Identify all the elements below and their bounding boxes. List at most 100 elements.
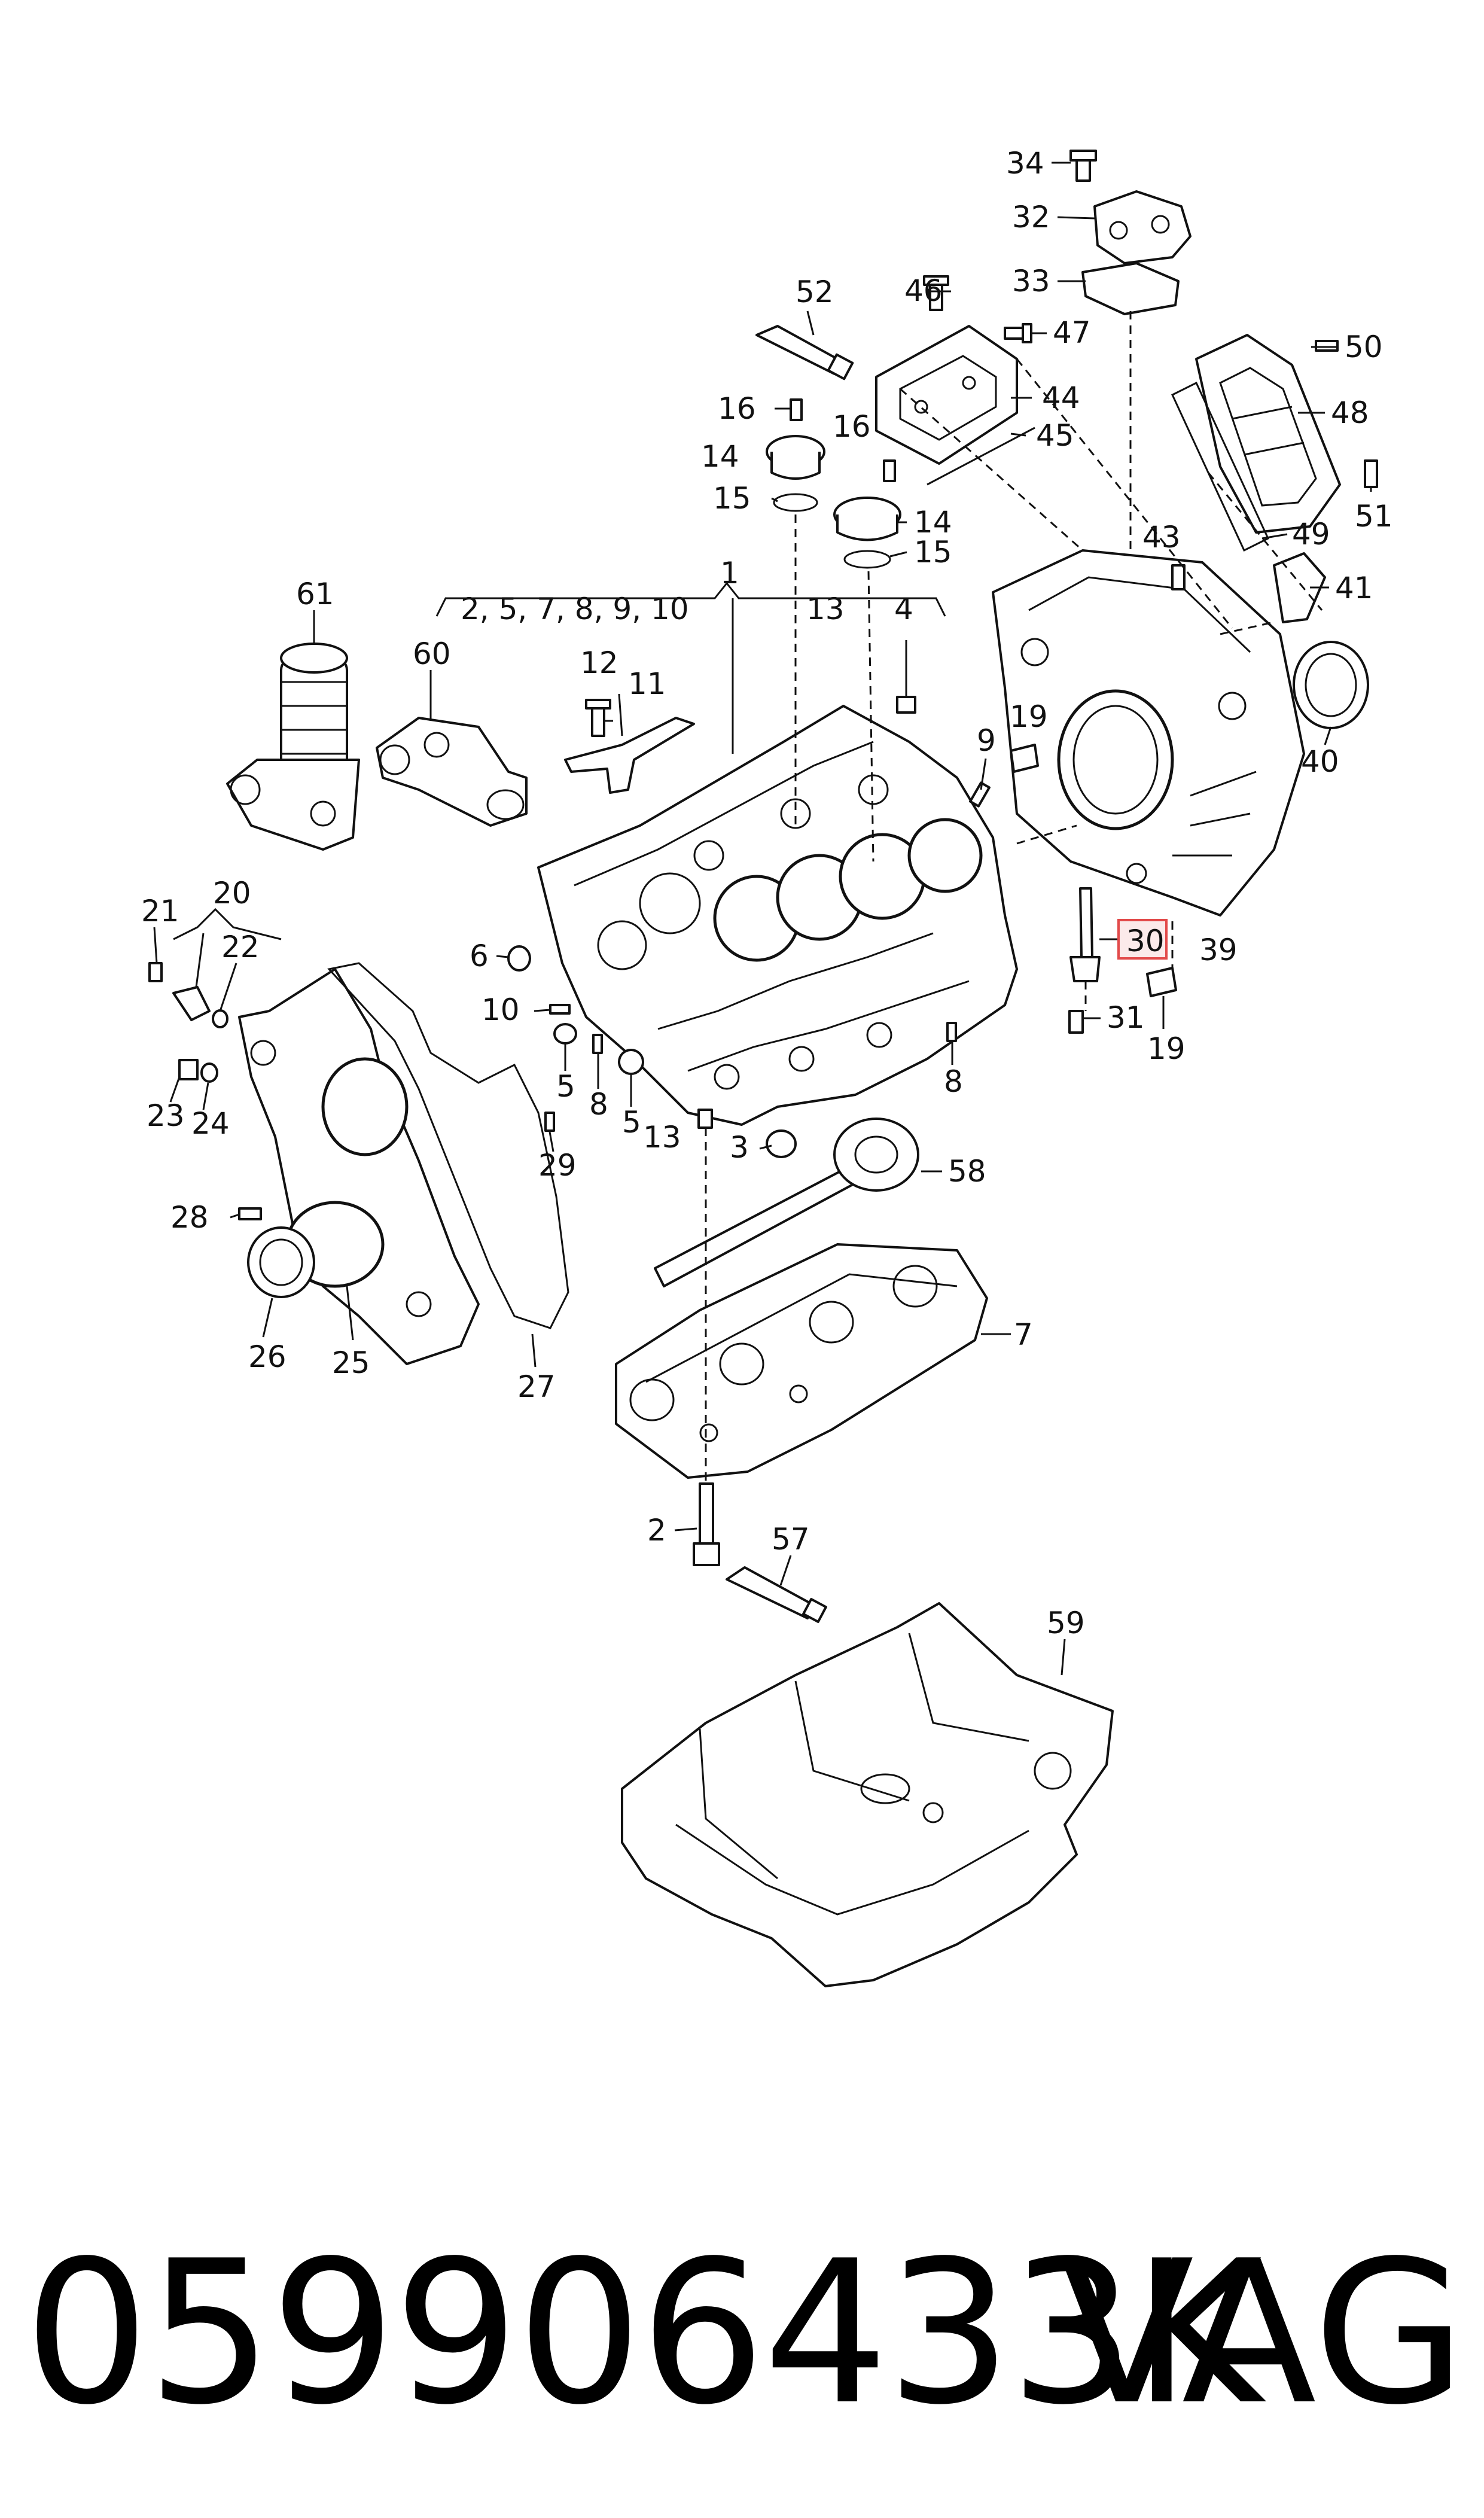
sensor-20 [172,986,211,1021]
callout-5-mid: 5 [622,1105,641,1140]
bolt-47 [1004,323,1032,343]
callout-7: 7 [1014,1317,1033,1352]
callout-16-right: 16 [833,409,871,444]
bolt-21 [148,962,163,982]
cover-plate-44 [875,325,1018,465]
callout-32: 32 [1012,200,1050,235]
shaft-58 [654,1118,919,1287]
callout-23: 23 [147,1098,185,1133]
callout-21: 21 [141,894,179,928]
callout-13-bottom: 13 [643,1120,681,1155]
callout-11: 11 [628,666,666,701]
callout-15-right: 15 [914,535,952,570]
gasket-49 [1171,381,1269,552]
callout-31: 31 [1107,1000,1145,1035]
callout-46: 46 [904,273,943,308]
ring-5a [553,1023,577,1045]
callout-8-right: 8 [944,1064,963,1099]
timing-cover-25 [238,968,480,1365]
bolt-46 [923,275,949,311]
callout-2: 2 [647,1513,666,1548]
gasket-33 [1081,262,1180,315]
cap-assembly-left [766,398,825,512]
callout-1-group: 2, 5, 7, 8, 9, 10 [461,592,689,626]
seal-3 [766,1129,797,1158]
pin-13 [697,1109,713,1129]
callout-14-right: 14 [914,505,952,540]
callout-59: 59 [1047,1606,1085,1640]
bolt-50 [1315,340,1339,352]
callout-25: 25 [332,1345,370,1380]
guide-30 [1069,887,1101,982]
callout-19-lower: 19 [1147,1031,1186,1066]
leader-lines [153,162,1372,1676]
callout-47: 47 [1053,315,1091,350]
callout-15-left: 15 [713,481,751,516]
seal-40 [1293,641,1369,729]
sealant-tube-52 [755,325,854,380]
bolt-31 [1068,1010,1084,1034]
callout-60: 60 [413,637,451,671]
sealant-tube-57 [726,1566,827,1623]
callout-50: 50 [1345,330,1383,364]
gasket-27 [327,962,569,1329]
callout-1: 1 [720,556,739,590]
pin-29 [544,1112,555,1132]
side-cover-48 [1195,334,1341,534]
bracket-41 [1273,552,1326,623]
callout-43: 43 [1142,520,1181,555]
bracket-11 [564,717,695,794]
plug-4 [896,696,916,714]
rear-cover-39 [992,549,1305,917]
callout-10: 10 [482,992,520,1027]
callout-5-left: 5 [556,1069,575,1104]
callout-33: 33 [1012,264,1050,299]
bolt-12 [585,699,611,737]
plug-23 [178,1059,199,1080]
callout-39: 39 [1199,933,1238,967]
pin-9 [969,781,991,808]
oil-filter-housing-61 [226,643,360,851]
callout-41: 41 [1335,571,1373,605]
callout-12: 12 [580,646,618,680]
callout-14-left: 14 [701,439,739,474]
bracket-19-upper [1010,744,1039,773]
callout-44: 44 [1042,380,1080,415]
bolt-43 [1171,564,1186,590]
callout-9: 9 [977,723,996,758]
callout-4: 4 [894,592,913,626]
callout-30: 30 [1126,924,1165,958]
callout-27: 27 [517,1369,556,1404]
callout-34: 34 [1006,146,1044,181]
bolt-28 [238,1207,262,1220]
callout-29: 29 [538,1148,577,1183]
part-number: 059906433K [24,2218,1262,2448]
callout-28: 28 [170,1200,209,1235]
callout-8-left: 8 [589,1087,608,1122]
o-ring-22 [212,1009,228,1028]
bracket-19-lower [1146,967,1177,997]
callout-45: 45 [1036,418,1074,453]
callout-3: 3 [730,1130,749,1165]
rod-45 [927,427,1035,486]
seal-26 [247,1226,315,1298]
callout-57: 57 [772,1522,810,1557]
dowel-8b [946,1022,957,1042]
callout-40: 40 [1301,744,1339,779]
callout-20: 20 [213,876,251,911]
callout-19-upper: 19 [1010,699,1048,734]
footer: 059906433K VAG [0,2225,1484,2441]
ring-24 [200,1062,218,1083]
callout-16-left: 16 [718,391,756,426]
callout-13-top: 13 [806,592,845,626]
bolt-34 [1069,150,1097,182]
pin-10 [549,1004,571,1015]
callout-24: 24 [191,1106,230,1141]
oil-pan-59 [621,1602,1114,1987]
highlight-box-30 [1117,919,1168,960]
cap-assembly-right [833,459,901,569]
callout-58: 58 [948,1154,986,1189]
callout-labels: 1 2, 5, 7, 8, 9, 10 13 4 34 32 33 52 46 … [141,146,1393,1640]
callout-61: 61 [296,577,334,611]
